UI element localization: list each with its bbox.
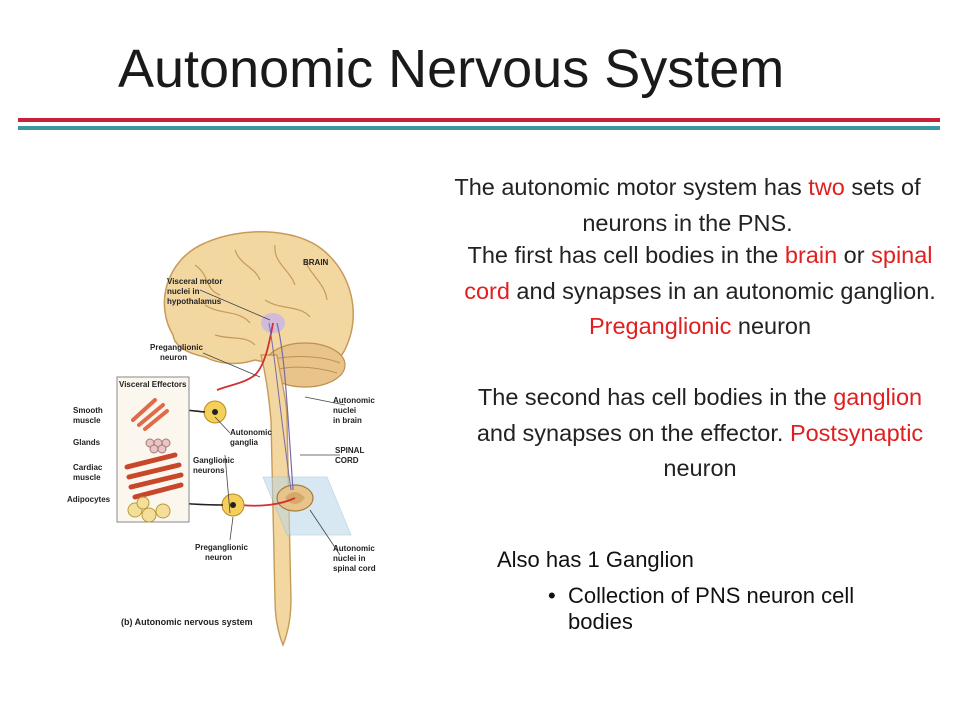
bullet-text: Collection of PNS neuron cell bodies <box>568 583 855 634</box>
svg-text:(b) Autonomic nervous system: (b) Autonomic nervous system <box>121 617 253 627</box>
svg-text:Glands: Glands <box>73 438 101 447</box>
preganglionic-axon-cord <box>239 497 296 507</box>
svg-text:neuron: neuron <box>160 353 187 362</box>
paragraph-second-neuron: The second has cell bodies in the gangli… <box>476 384 924 481</box>
svg-text:muscle: muscle <box>73 473 101 482</box>
svg-text:ganglia: ganglia <box>230 438 259 447</box>
svg-text:nuclei: nuclei <box>333 406 356 415</box>
ans-diagram: BRAIN Visceral motor nuclei in hypothala… <box>67 231 376 647</box>
bullet-dot-icon: • <box>548 583 556 608</box>
svg-text:Adipocytes: Adipocytes <box>67 495 111 504</box>
glands-art <box>145 438 171 454</box>
svg-text:in brain: in brain <box>333 416 362 425</box>
brain-folds <box>194 244 328 346</box>
svg-text:Autonomic: Autonomic <box>333 396 375 405</box>
svg-text:Preganglionic: Preganglionic <box>195 543 248 552</box>
svg-text:Visceral Effectors: Visceral Effectors <box>119 380 187 389</box>
svg-text:neuron: neuron <box>205 553 232 562</box>
title-rule-teal <box>18 126 940 130</box>
sub-heading: Also has 1 Ganglion <box>497 547 694 572</box>
svg-text:Autonomic: Autonomic <box>333 544 375 553</box>
svg-text:SPINAL: SPINAL <box>335 446 364 455</box>
brain-to-cord-tract <box>276 322 294 491</box>
highlight-spinal-cord: spinal cord <box>464 242 933 304</box>
svg-text:Smooth: Smooth <box>73 406 103 415</box>
highlight-ganglion: ganglion <box>833 384 923 410</box>
svg-text:Cardiac: Cardiac <box>73 463 103 472</box>
svg-text:Ganglionic: Ganglionic <box>193 456 235 465</box>
adipocytes-art <box>127 496 171 523</box>
brain-shape <box>163 231 354 371</box>
slide-title: Autonomic Nervous System <box>118 39 785 99</box>
svg-text:spinal cord: spinal cord <box>333 564 376 573</box>
svg-text:hypothalamus: hypothalamus <box>167 297 222 306</box>
svg-text:nuclei in: nuclei in <box>333 554 366 563</box>
svg-text:nuclei in: nuclei in <box>167 287 200 296</box>
svg-text:BRAIN: BRAIN <box>303 258 329 267</box>
cardiac-muscle-art <box>124 452 184 500</box>
paragraph-two-sets: The autonomic motor system has two sets … <box>454 174 921 236</box>
highlight-postsynaptic: Postsynaptic <box>789 419 924 446</box>
bullet-item: • Collection of PNS neuron cell bodies <box>548 583 918 635</box>
brain-to-cord-tract-2 <box>268 322 292 491</box>
paragraph-first-neuron: The first has cell bodies in the brain o… <box>464 242 936 339</box>
svg-text:Visceral motor: Visceral motor <box>167 277 222 286</box>
smooth-muscle-art <box>131 398 169 431</box>
svg-text:Autonomic: Autonomic <box>230 428 272 437</box>
highlight-two: two <box>808 174 845 200</box>
svg-text:muscle: muscle <box>73 416 101 425</box>
svg-text:Preganglionic: Preganglionic <box>150 343 203 352</box>
svg-text:CORD: CORD <box>335 456 359 465</box>
highlight-brain: brain <box>784 242 838 268</box>
svg-text:neurons: neurons <box>193 466 225 475</box>
highlight-preganglionic: Preganglionic <box>588 313 732 339</box>
title-rule-red <box>18 118 940 122</box>
